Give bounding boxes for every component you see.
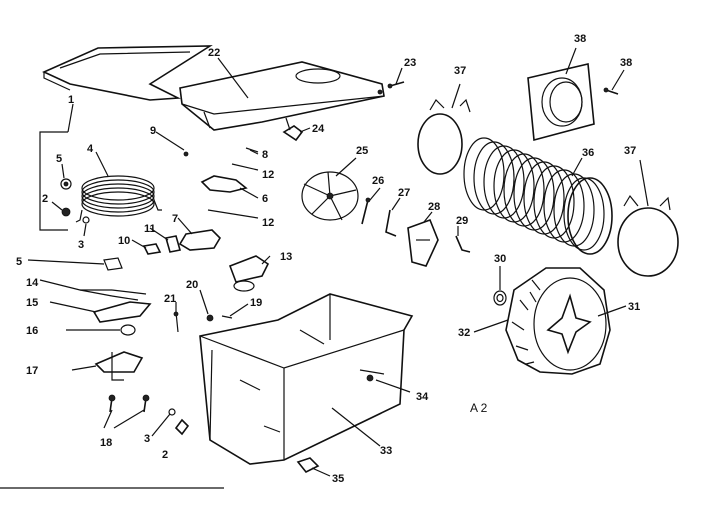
label-part-7: 7: [172, 213, 178, 225]
bracket-13: [228, 255, 270, 292]
grommet-16: [120, 324, 136, 336]
label-part-33: 33: [380, 445, 392, 457]
washer-3-bottom: [168, 408, 176, 416]
wire-12-b: [207, 209, 259, 219]
label-part-3-bottom: 3: [144, 433, 150, 445]
label-part-1: 1: [68, 94, 74, 106]
label-part-27: 27: [398, 187, 410, 199]
label-part-12-a: 12: [262, 169, 274, 181]
seal-30: [493, 290, 507, 306]
exhaust-collar-38: [527, 63, 595, 142]
drawing-reference-code: A 2: [470, 401, 488, 415]
label-part-24: 24: [312, 123, 325, 135]
label-part-36: 36: [582, 147, 594, 159]
label-part-22: 22: [208, 47, 220, 59]
fuse-holder-17: [94, 351, 144, 381]
drum-31: [505, 267, 611, 375]
foot-35: [296, 457, 320, 474]
label-part-30: 30: [494, 253, 506, 265]
label-part-3-top: 3: [78, 239, 84, 251]
label-part-31: 31: [628, 301, 640, 313]
label-part-13: 13: [280, 251, 292, 263]
label-part-4: 4: [87, 143, 94, 155]
bolt-27: [385, 209, 397, 237]
label-part-26: 26: [372, 175, 384, 187]
clip-29: [455, 235, 471, 253]
screws-18: [108, 394, 150, 413]
screw-2-bottom: [174, 418, 190, 436]
base-cabinet-33: [199, 293, 414, 465]
leader-lines: [27, 47, 649, 477]
label-part-5-mid: 5: [16, 256, 22, 268]
nut-5-mid: [103, 257, 123, 271]
wire-8: [245, 147, 259, 153]
clip-24: [282, 125, 304, 142]
clamp-37-left: [417, 98, 471, 175]
label-part-14: 14: [26, 277, 39, 289]
label-part-28: 28: [428, 201, 440, 213]
fan-blower-25: [301, 171, 359, 221]
bolt-26: [361, 197, 371, 225]
motor-28: [407, 218, 439, 267]
label-part-9: 9: [150, 125, 156, 137]
connector-11: [164, 235, 182, 253]
label-part-6: 6: [262, 193, 268, 205]
label-part-37-left: 37: [454, 65, 466, 77]
label-part-37-right: 37: [624, 145, 636, 157]
label-part-2-bottom: 2: [162, 449, 168, 461]
label-part-10: 10: [118, 235, 130, 247]
screws-14: [111, 289, 147, 301]
connector-10: [142, 243, 162, 255]
label-part-20: 20: [186, 279, 198, 291]
part-9: [183, 151, 189, 157]
screw-2-top: [61, 207, 71, 217]
label-part-25: 25: [356, 145, 368, 157]
screw-23: [387, 81, 405, 89]
label-part-16: 16: [26, 325, 38, 337]
label-part-5-top: 5: [56, 153, 62, 165]
wire-12-a: [231, 163, 259, 171]
label-part-29: 29: [456, 215, 468, 227]
label-part-23: 23: [404, 57, 416, 69]
flexible-duct-36: [463, 137, 613, 255]
label-part-15: 15: [26, 297, 38, 309]
screw-38: [603, 87, 619, 95]
frame-bracket-22: [179, 61, 385, 131]
screw-20: [206, 314, 214, 322]
label-part-19: 19: [250, 297, 262, 309]
part-34: [366, 374, 374, 382]
label-part-2-top: 2: [42, 193, 48, 205]
label-part-12-b: 12: [262, 217, 274, 229]
clamp-37-right: [617, 194, 679, 277]
harness-bracket-1: [39, 131, 68, 231]
label-part-34: 34: [416, 391, 429, 403]
label-part-38-screw: 38: [620, 57, 632, 69]
label-part-11: 11: [144, 223, 156, 235]
label-part-18: 18: [100, 437, 112, 449]
label-part-32: 32: [458, 327, 470, 339]
label-part-17: 17: [26, 365, 38, 377]
top-cover-panel: [42, 45, 213, 101]
label-part-38-collar: 38: [574, 33, 586, 45]
washer-3-top: [82, 216, 90, 224]
bracket-15: [92, 301, 152, 323]
label-part-35: 35: [332, 473, 344, 485]
label-part-8: 8: [262, 149, 268, 161]
part-19: [221, 315, 233, 319]
nut-5-top: [60, 178, 72, 190]
timer-motor-7: [178, 229, 222, 251]
label-part-21: 21: [164, 293, 176, 305]
switch-6: [200, 175, 248, 193]
part-21: [173, 311, 179, 333]
wire-coil-4: [75, 175, 162, 223]
